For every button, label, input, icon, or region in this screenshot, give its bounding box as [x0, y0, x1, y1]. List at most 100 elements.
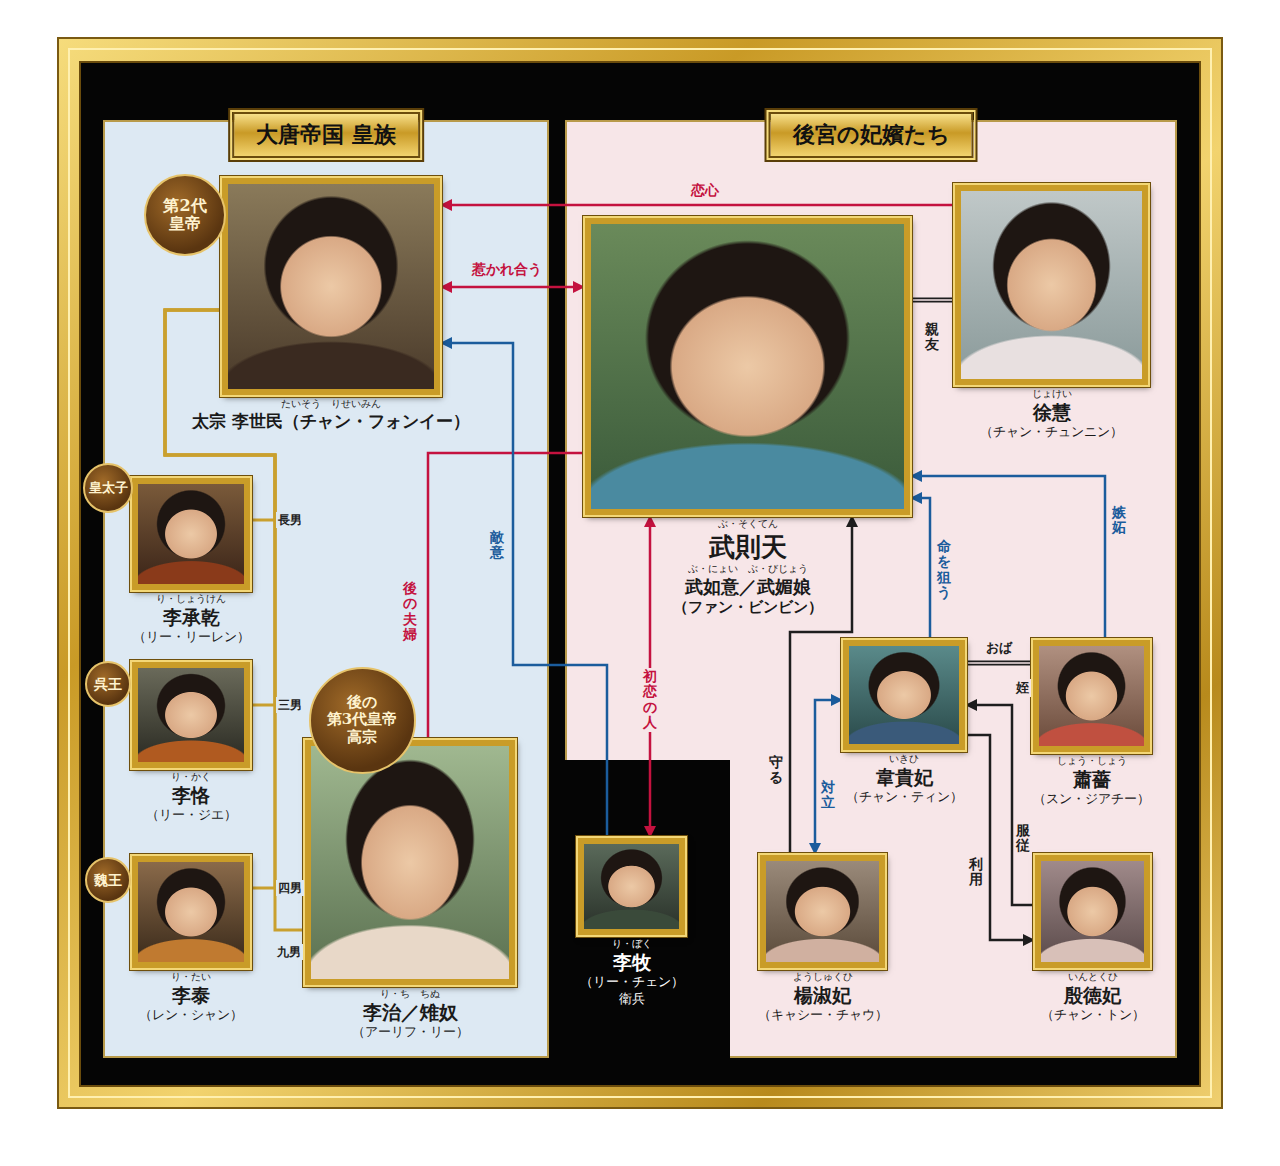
portrait-frame: り・ぼく李牧（リー・チェン）衛兵 [578, 838, 685, 935]
edge-label: 恋心 [691, 182, 719, 199]
panel-heading: 大唐帝国 皇族 [232, 112, 420, 158]
label-patch: 恋心 [689, 181, 721, 200]
actor-name: （リー・ジエ） [146, 807, 237, 823]
connector [450, 204, 955, 207]
character-name: 李承乾 [133, 606, 250, 630]
ruby-reading: いんとくひ [1041, 971, 1145, 984]
portrait-frame: じょけい徐慧（チャン・チュンニン） [955, 185, 1148, 385]
title-badge: 第2代 皇帝 [144, 174, 226, 256]
connector [450, 286, 575, 289]
connector-gap [910, 299, 955, 301]
connector-gap [965, 662, 1033, 664]
label-patch: 服従 [1014, 822, 1032, 855]
actor-name: （チャン・ティン） [846, 789, 963, 805]
character-name: 李牧 [580, 951, 684, 975]
edge-label: 守る [769, 755, 783, 786]
frame-highlight [69, 49, 1211, 1097]
edge-label: 四男 [278, 881, 302, 895]
name-caption: り・たい李泰（レン・シャン） [139, 971, 243, 1024]
portrait-frame: り・しょうけん李承乾（リー・リーレン）皇太子 [132, 478, 250, 590]
connector [815, 700, 833, 845]
edge-label: 服従 [1016, 823, 1030, 854]
actor-name: （アーリフ・リー） [352, 1024, 469, 1040]
relation-note: 姪 [1016, 680, 1029, 696]
character-name: 殷徳妃 [1041, 984, 1145, 1008]
label-patch: 対立 [819, 779, 837, 812]
badge-text: 後の 第3代皇帝 高宗 [320, 694, 404, 746]
title-badge: 魏王 [85, 857, 131, 903]
edge-label: 嫉妬 [1112, 505, 1126, 536]
connector [165, 310, 275, 888]
portrait-frame: しょう・しょう蕭薔（スン・ジアチー） [1033, 640, 1150, 752]
header-plaque: 大唐帝国 皇族 [232, 112, 420, 158]
name-caption: り・ち ちぬ李治／雉奴（アーリフ・リー） [352, 988, 469, 1041]
edge-label: 初恋の人 [643, 669, 657, 731]
edge-label: 命を狙う [937, 539, 951, 601]
name-caption: じょけい徐慧（チャン・チュンニン） [980, 388, 1123, 441]
name-caption: り・かく李恪（リー・ジエ） [146, 771, 237, 824]
label-patch: 四男 [276, 880, 304, 896]
ruby-reading: しょう・しょう [1033, 755, 1150, 768]
character-name: 李泰 [139, 984, 243, 1008]
portrait-frame: り・たい李泰（レン・シャン）魏王 [132, 856, 250, 968]
actor-name: （レン・シャン） [139, 1007, 243, 1023]
ruby-reading: ぶ・にょい ぶ・びじょう [673, 563, 823, 576]
edge-label: 惹かれ合う [472, 261, 542, 278]
connector [790, 525, 852, 855]
badge-text: 呉王 [94, 676, 122, 692]
ruby-reading: いきひ [846, 753, 963, 766]
label-patch: 姪 [1014, 679, 1031, 697]
label-patch: 命を狙う [935, 538, 953, 602]
label-patch: 三男 [276, 697, 304, 713]
name-caption: たいそう りせいみん太宗 李世民（チャン・フォンイー） [192, 398, 470, 432]
ruby-reading: り・しょうけん [133, 593, 250, 606]
title-badge: 後の 第3代皇帝 高宗 [309, 667, 416, 774]
black-cutout-area [565, 760, 730, 1058]
edge-label: 後の夫婦 [403, 581, 417, 643]
actor-name: （スン・ジアチー） [1033, 791, 1150, 807]
connector [428, 453, 585, 740]
ruby-reading: じょけい [980, 388, 1123, 401]
label-patch: 嫉妬 [1110, 504, 1128, 537]
portrait-frame: ぶ・そくてん武則天ぶ・にょい ぶ・びじょう武如意／武媚娘（ファン・ビンビン） [585, 218, 910, 515]
label-patch: おば [984, 639, 1014, 657]
portrait-frame: り・かく李恪（リー・ジエ）呉王 [132, 662, 250, 768]
portrait-frame: り・ち ちぬ李治／雉奴（アーリフ・リー）後の 第3代皇帝 高宗 [305, 740, 515, 985]
panel-heading: 後宮の妃嬪たち [769, 112, 974, 158]
portrait-frame: たいそう りせいみん太宗 李世民（チャン・フォンイー）第2代 皇帝 [222, 178, 440, 395]
character-name: 徐慧 [980, 401, 1123, 425]
header-plaque: 後宮の妃嬪たち [769, 112, 974, 158]
character-name: 蕭薔 [1033, 768, 1150, 792]
character-name: 李恪 [146, 784, 237, 808]
label-patch: 九男 [275, 944, 303, 960]
edge-label: おば [986, 640, 1012, 656]
actor-name: （ファン・ビンビン） [673, 598, 823, 617]
actor-name: （リー・リーレン） [133, 629, 250, 645]
character-name: 李治／雉奴 [352, 1001, 469, 1025]
ruby-reading: り・かく [146, 771, 237, 784]
portrait-frame: いんとくひ殷徳妃（チャン・トン） [1035, 855, 1150, 968]
label-patch: 利用 [967, 856, 985, 889]
connector [965, 661, 1033, 666]
edge-label: 長男 [278, 513, 302, 527]
ruby-reading: ようしゅくひ [758, 971, 888, 984]
connector [910, 298, 955, 303]
title-badge: 呉王 [85, 661, 131, 707]
connector [165, 310, 305, 930]
badge-text: 皇太子 [89, 481, 128, 496]
badge-text: 魏王 [94, 872, 122, 888]
ruby-reading: たいそう りせいみん [192, 398, 470, 411]
name-caption: いんとくひ殷徳妃（チャン・トン） [1041, 971, 1145, 1024]
label-patch: 守る [767, 754, 785, 787]
label-patch: 初恋の人 [641, 668, 659, 732]
badge-text: 第2代 皇帝 [153, 197, 217, 234]
actor-name: （リー・チェン） [580, 974, 684, 990]
edge-label: 親友 [925, 322, 939, 353]
edge-label: 対立 [821, 780, 835, 811]
connector [165, 310, 275, 520]
portrait-frame: ようしゅくひ楊淑妃（キャシー・チャウ） [760, 855, 885, 968]
character-name: 武則天 [673, 531, 823, 564]
character-name: 楊淑妃 [758, 984, 888, 1008]
label-patch: 長男 [276, 512, 304, 528]
